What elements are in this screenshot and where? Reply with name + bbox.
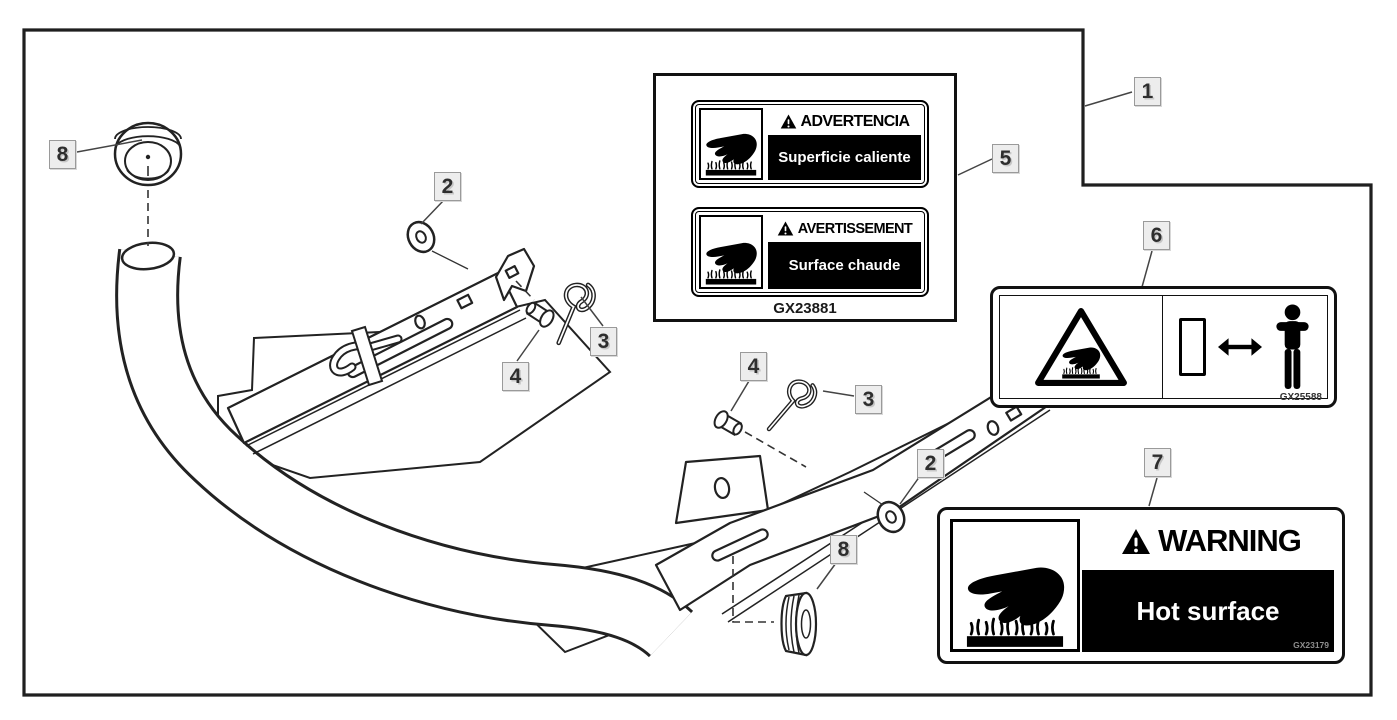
warning-message: Superficie caliente bbox=[768, 135, 921, 180]
signal-word: AVERTISSEMENT bbox=[797, 220, 913, 237]
assembly-outline bbox=[22, 28, 1373, 697]
callout-2-washer-upper: 2 bbox=[434, 172, 461, 201]
hot-surface-hand-icon bbox=[699, 215, 763, 289]
part-connector-lines bbox=[431, 250, 884, 506]
washer-upper bbox=[406, 220, 436, 254]
label-part-code: GX23179 bbox=[1293, 640, 1329, 650]
callout-8-cap-lower: 8 bbox=[830, 535, 857, 564]
label-part-code: GX25588 bbox=[1279, 392, 1322, 403]
cap-upper bbox=[113, 121, 183, 187]
caution-triangle-hot-surface-icon bbox=[1032, 304, 1130, 390]
signal-word: WARNING bbox=[1158, 523, 1302, 558]
warning-triangle-icon bbox=[780, 114, 797, 129]
callout-8-cap-upper: 8 bbox=[49, 140, 76, 169]
callout-6-label: 6 bbox=[1143, 221, 1170, 250]
spanish-warning-label: ADVERTENCIA Superficie caliente bbox=[691, 100, 929, 188]
callout-2-washer-lower: 2 bbox=[917, 449, 944, 478]
assembly-dashed-lines bbox=[147, 190, 807, 623]
clip-lower bbox=[766, 379, 818, 432]
latch-strap bbox=[350, 325, 384, 387]
callout-4-pin-lower: 4 bbox=[740, 352, 767, 381]
clip-upper bbox=[556, 282, 596, 346]
lower-bracket-slot-left bbox=[711, 528, 769, 562]
pin-upper bbox=[525, 301, 555, 328]
pin-lower bbox=[713, 410, 743, 436]
hot-surface-hand-icon bbox=[950, 519, 1080, 652]
callout-4-pin-upper: 4 bbox=[502, 362, 529, 391]
callout-3-clip-lower: 3 bbox=[855, 385, 882, 414]
callout-leader-lines bbox=[76, 91, 1158, 590]
signal-word: ADVERTENCIA bbox=[800, 112, 911, 130]
callout-5-label: 5 bbox=[992, 144, 1019, 173]
english-warning-label: WARNING Hot surface GX23179 bbox=[937, 507, 1345, 664]
distance-arrow-icon bbox=[1218, 336, 1262, 358]
guard-tube bbox=[115, 241, 694, 658]
bilingual-warning-label-set: ADVERTENCIA Superficie caliente AVERTISS… bbox=[653, 73, 957, 322]
hot-surface-hand-icon bbox=[699, 108, 763, 180]
warning-triangle-icon bbox=[1121, 528, 1151, 555]
callout-7-label: 7 bbox=[1144, 448, 1171, 477]
callout-3-clip-upper: 3 bbox=[590, 327, 617, 356]
pictorial-distance-label: GX25588 bbox=[990, 286, 1337, 408]
warning-triangle-icon bbox=[777, 221, 794, 236]
french-warning-label: AVERTISSEMENT Surface chaude bbox=[691, 207, 929, 297]
washer-lower bbox=[876, 500, 906, 534]
person-icon bbox=[1274, 304, 1311, 390]
warning-message: Hot surface GX23179 bbox=[1082, 570, 1334, 652]
upper-bracket-hole bbox=[414, 314, 426, 330]
warning-message: Surface chaude bbox=[768, 242, 921, 289]
lower-bracket-hole bbox=[986, 420, 1000, 436]
hot-object-icon bbox=[1179, 318, 1206, 376]
lower-bracket-wing-hole bbox=[713, 476, 731, 500]
label-part-code: GX23881 bbox=[773, 300, 837, 317]
tube-mouth bbox=[120, 241, 176, 271]
callout-1-assembly: 1 bbox=[1134, 77, 1161, 106]
cap-lower bbox=[780, 591, 818, 657]
